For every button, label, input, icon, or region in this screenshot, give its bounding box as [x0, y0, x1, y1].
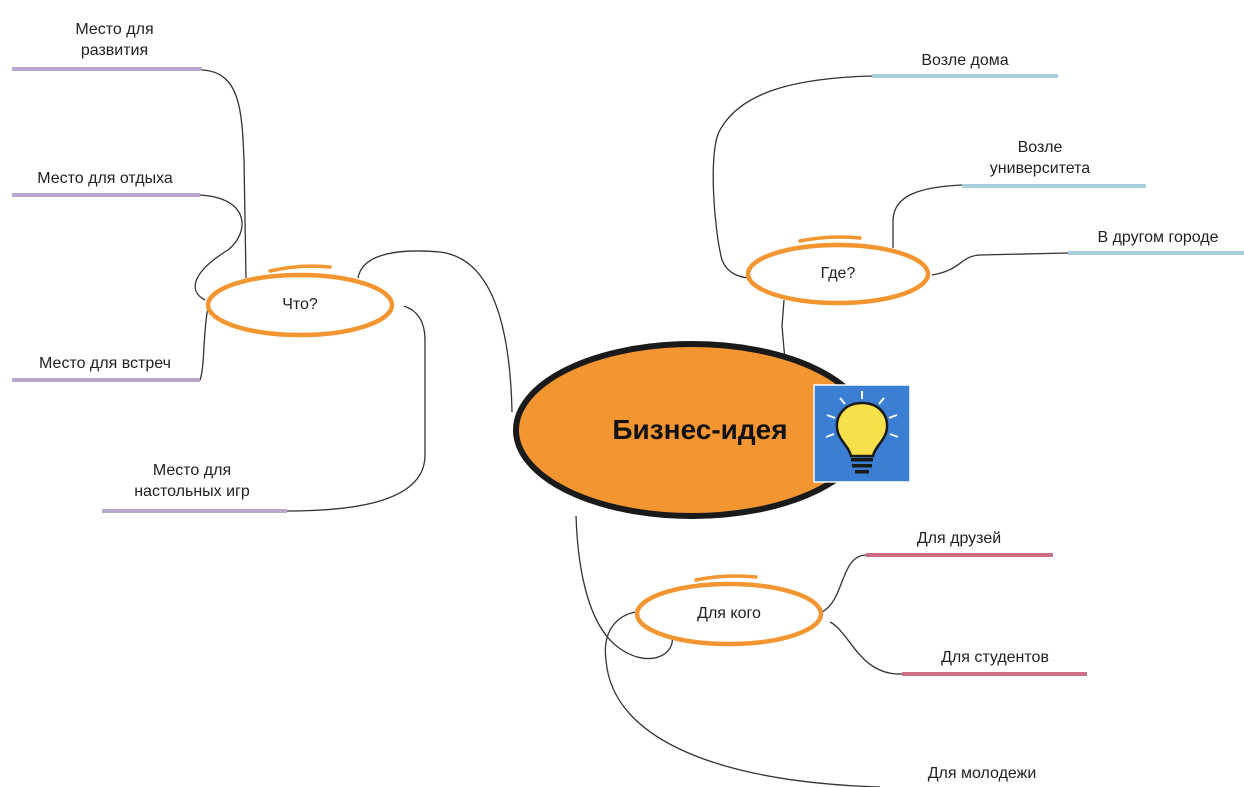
connector-what-meetings	[199, 307, 209, 381]
leaf-friends: Для друзей	[916, 530, 1002, 547]
connector-where-university	[892, 184, 963, 248]
leaf-development: Место для развития	[75, 21, 154, 59]
topic-node-for-whom[interactable]	[634, 574, 824, 647]
leaf-other-city: В другом городе	[1097, 229, 1219, 246]
connector-where-other-city	[931, 252, 1069, 276]
connector-what-rest	[194, 194, 243, 301]
leaf-boardgames: Место для настольных игр	[134, 462, 250, 500]
lightbulb-icon	[813, 384, 911, 483]
connector-for-whom-friends	[821, 554, 867, 613]
connector-for-whom-youth	[604, 611, 881, 787]
topic-node-where[interactable]	[745, 235, 931, 306]
topic-label-what: Что?	[282, 296, 318, 313]
leaf-home: Возле дома	[921, 52, 1009, 69]
connector-what-boardgames	[286, 305, 426, 512]
connector-for-whom-students	[829, 621, 903, 675]
central-label: Бизнес-идея	[612, 414, 788, 445]
connector-central-for-whom	[575, 515, 673, 660]
connector-where-home	[712, 75, 873, 279]
leaf-youth: Для молодежи	[927, 765, 1037, 782]
leaf-students: Для студентов	[941, 649, 1049, 666]
topic-node-what[interactable]	[205, 264, 395, 338]
leaf-university: Возле университета	[989, 139, 1091, 177]
topic-label-where: Где?	[820, 265, 856, 282]
topic-label-for-whom: Для кого	[697, 605, 761, 622]
connector-what-development	[201, 69, 247, 279]
leaf-rest: Место для отдыха	[37, 170, 173, 187]
connector-central-what	[357, 250, 513, 413]
leaf-meetings: Место для встреч	[39, 355, 171, 372]
